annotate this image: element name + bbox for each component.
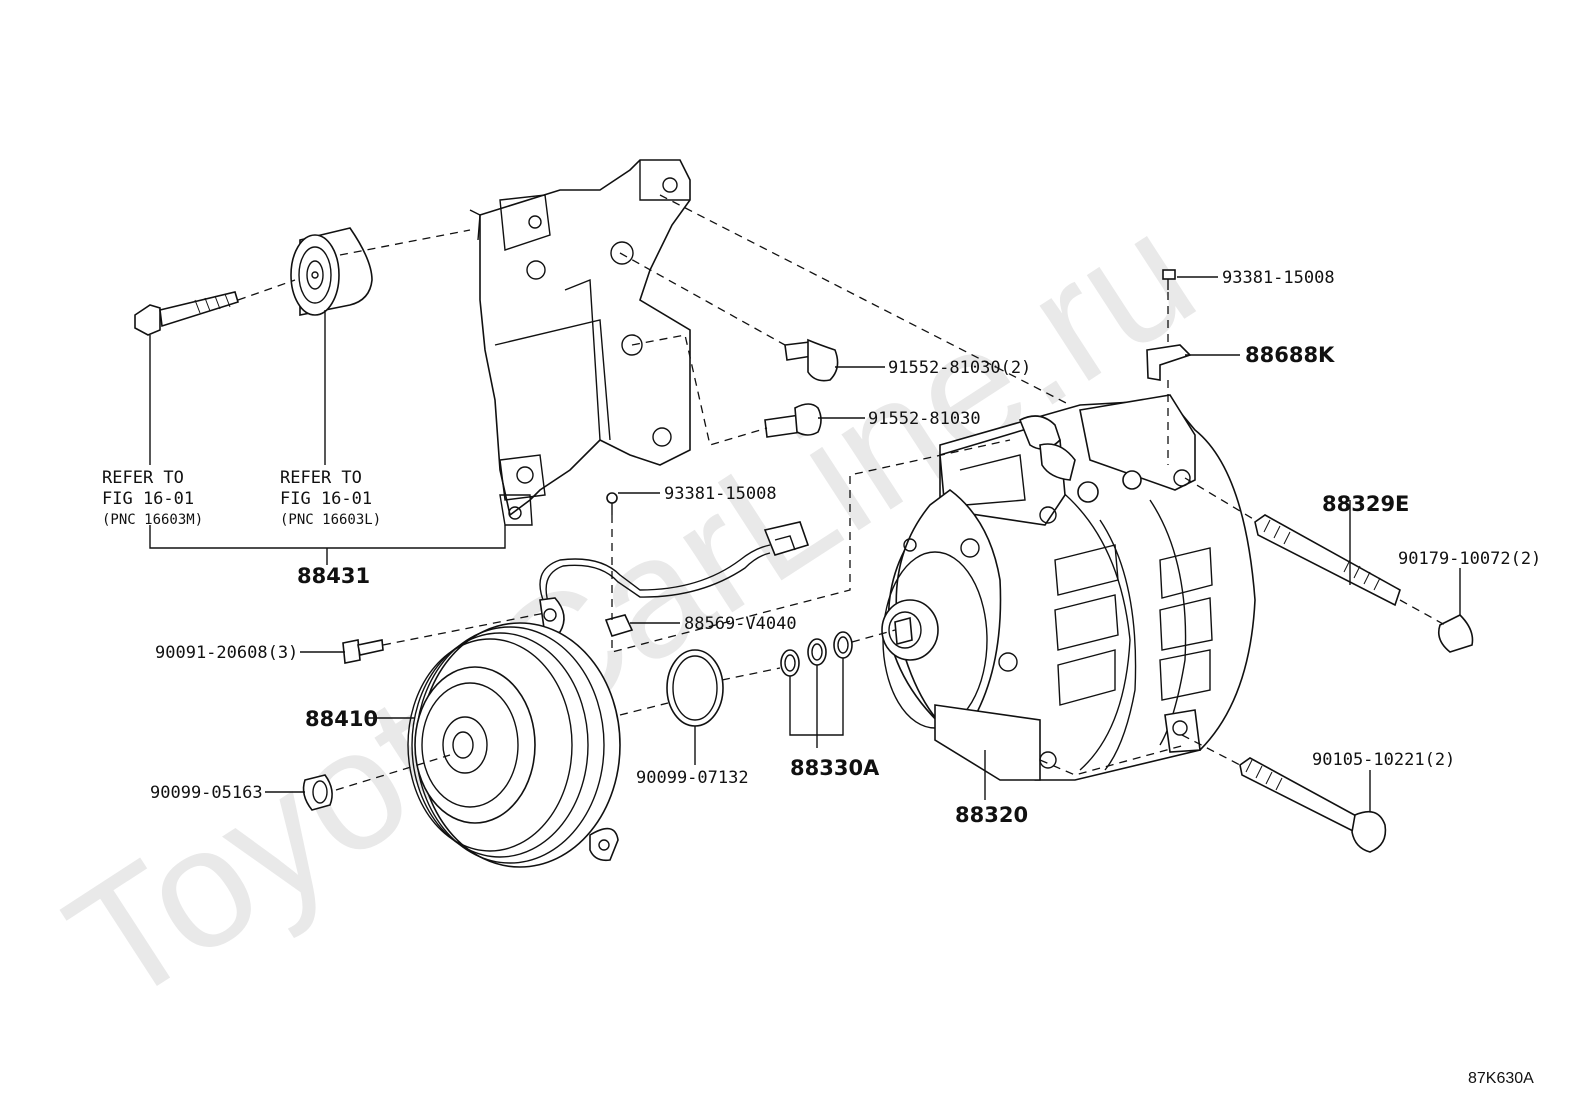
bracket-88431[interactable] — [469, 159, 691, 526]
callout-88569: 88569-V4040 — [684, 614, 797, 634]
callout-90179: 90179-10072(2) — [1398, 549, 1541, 569]
callout-91552-2: 91552-81030(2) — [888, 358, 1031, 378]
stud-88329E[interactable] — [1254, 514, 1401, 607]
idler-pulley[interactable] — [290, 227, 373, 316]
ref-left-line1: REFER TO — [102, 468, 184, 488]
callout-90105: 90105-10221(2) — [1312, 750, 1455, 770]
magnetic-clutch-88410[interactable] — [407, 597, 621, 868]
ref-left-line3: (PNC 16603M) — [102, 512, 203, 528]
guide-lines — [237, 194, 1446, 791]
callout-93381-top: 93381-15008 — [1222, 268, 1335, 288]
callout-93381-mid: 93381-15008 — [664, 484, 777, 504]
ref-right-line3: (PNC 16603L) — [280, 512, 381, 528]
callout-88431: 88431 — [297, 564, 370, 588]
shims-88330A[interactable] — [780, 631, 853, 677]
compressor-88320[interactable] — [881, 394, 1256, 781]
bolt-90105-10221[interactable] — [1239, 757, 1387, 853]
callout-90099-07132: 90099-07132 — [636, 768, 749, 788]
clutch-harness[interactable] — [539, 492, 810, 637]
callout-88320: 88320 — [955, 803, 1028, 827]
ref-right-line1: REFER TO — [280, 468, 362, 488]
nut-90179-10072[interactable] — [1437, 614, 1474, 653]
snap-ring-90099-07132[interactable] — [666, 649, 724, 727]
callout-90099-05163: 90099-05163 — [150, 783, 263, 803]
pulley-bolt[interactable] — [134, 291, 239, 336]
callout-88410: 88410 — [305, 707, 378, 731]
ref-right-line2: FIG 16-01 — [280, 489, 372, 509]
ref-left-line2: FIG 16-01 — [102, 489, 194, 509]
nut-90099-05163[interactable] — [302, 774, 333, 811]
figure-id: 87K630A — [1468, 1070, 1534, 1087]
bolt-93381-top[interactable] — [1162, 269, 1176, 290]
callout-88329E: 88329E — [1322, 492, 1409, 516]
callout-90091: 90091-20608(3) — [155, 643, 298, 663]
bracket-88688K[interactable] — [1146, 344, 1192, 381]
leader-lines — [149, 276, 1461, 812]
callout-91552: 91552-81030 — [868, 409, 981, 429]
callout-88688K: 88688K — [1245, 343, 1335, 367]
callout-88330A: 88330A — [790, 756, 880, 780]
bolt-90091-20608[interactable] — [342, 639, 384, 664]
bolt-91552-81030[interactable] — [764, 403, 822, 438]
bolt-91552-81030-2[interactable] — [784, 338, 839, 382]
